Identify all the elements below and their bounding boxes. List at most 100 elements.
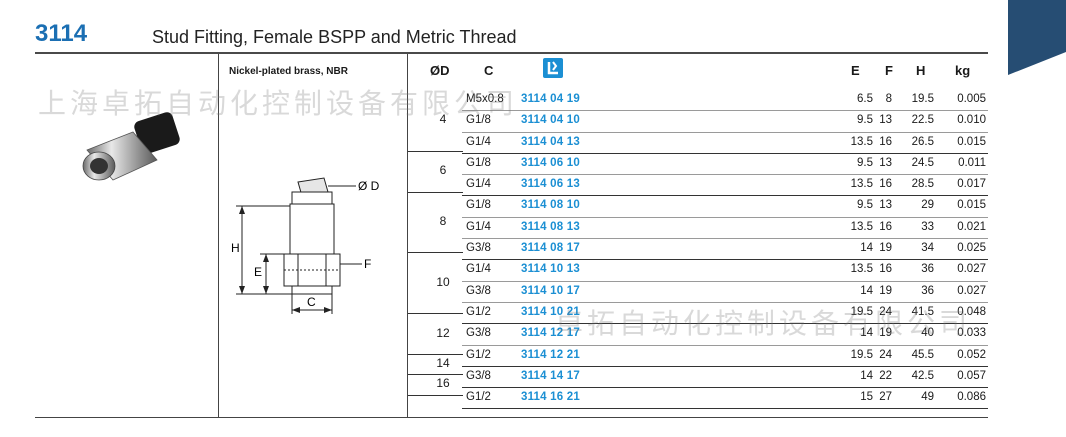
header-f: F — [885, 63, 893, 78]
od-label: 6 — [439, 163, 447, 178]
od-label: 4 — [439, 112, 447, 127]
separator-right — [407, 54, 408, 418]
h-cell: 41.5 — [911, 305, 934, 318]
part-number-cell[interactable]: 3114 12 17 — [521, 327, 580, 340]
part-number-cell[interactable]: 3114 08 10 — [521, 199, 580, 212]
part-number-cell[interactable]: 3114 14 17 — [521, 369, 580, 382]
f-cell: 22 — [879, 369, 892, 382]
header-od: ØD — [430, 63, 450, 78]
thread-cell: G1/4 — [466, 178, 491, 191]
table-row: G3/8 3114 08 17 14 19 34 0.025 — [462, 239, 988, 261]
part-number-cell[interactable]: 3114 06 13 — [521, 178, 580, 191]
f-cell: 24 — [879, 348, 892, 361]
table-row: G1/2 3114 10 21 19.5 24 41.5 0.048 — [462, 303, 988, 325]
od-label: 16 — [436, 376, 450, 391]
h-cell: 36 — [921, 263, 934, 276]
f-cell: 24 — [879, 305, 892, 318]
h-cell: 40 — [921, 327, 934, 340]
f-cell: 27 — [879, 391, 892, 404]
part-number-cell[interactable]: 3114 06 10 — [521, 156, 580, 169]
kg-cell: 0.057 — [957, 369, 986, 382]
od-group-rule — [408, 252, 463, 254]
f-cell: 16 — [879, 263, 892, 276]
od-group-rule — [408, 374, 463, 376]
e-cell: 13.5 — [850, 263, 873, 276]
e-cell: 9.5 — [857, 199, 873, 212]
part-number-cell[interactable]: 3114 08 17 — [521, 242, 580, 255]
h-cell: 34 — [921, 242, 934, 255]
header-e: E — [851, 63, 860, 78]
f-cell: 16 — [879, 220, 892, 233]
order-icon — [543, 58, 563, 78]
e-cell: 19.5 — [850, 305, 873, 318]
e-cell: 14 — [860, 327, 873, 340]
kg-cell: 0.025 — [957, 242, 986, 255]
h-cell: 19.5 — [911, 93, 934, 105]
od-group-rule — [408, 353, 463, 355]
watermark-bottom: 卓拓自动化控制设备有限公司 — [555, 308, 972, 339]
h-cell: 24.5 — [911, 156, 934, 169]
e-cell: 6.5 — [857, 93, 873, 105]
e-cell: 9.5 — [857, 114, 873, 127]
header-c: C — [484, 63, 494, 78]
f-cell: 19 — [879, 327, 892, 340]
thread-cell: G1/4 — [466, 135, 491, 148]
dimension-drawing: Ø D F H E C — [231, 177, 380, 314]
kg-cell: 0.010 — [957, 114, 986, 127]
part-number-cell[interactable]: 3114 10 13 — [521, 263, 580, 276]
e-cell: 19.5 — [850, 348, 873, 361]
thread-cell: G3/8 — [466, 369, 491, 382]
thread-cell: G3/8 — [466, 242, 491, 255]
part-number-cell[interactable]: 3114 08 13 — [521, 220, 580, 233]
thread-cell: G1/2 — [466, 305, 491, 318]
h-cell: 49 — [921, 391, 934, 404]
od-group-rule — [408, 191, 463, 193]
product-code: 3114 — [35, 20, 88, 47]
part-number-cell[interactable]: 3114 04 10 — [521, 114, 580, 127]
part-number-cell[interactable]: 3114 12 21 — [521, 348, 580, 361]
kg-cell: 0.015 — [957, 135, 986, 148]
od-group-rule — [408, 394, 463, 396]
od-label: 10 — [436, 274, 450, 289]
kg-cell: 0.086 — [957, 391, 986, 404]
h-cell: 36 — [921, 284, 934, 297]
part-number-cell[interactable]: 3114 04 19 — [521, 93, 580, 105]
h-cell: 26.5 — [911, 135, 934, 148]
f-cell: 19 — [879, 284, 892, 297]
part-number-cell[interactable]: 3114 10 21 — [521, 305, 580, 318]
material-label: Nickel-plated brass, NBR — [229, 66, 348, 77]
kg-cell: 0.048 — [957, 305, 986, 318]
kg-cell: 0.005 — [957, 93, 986, 105]
kg-cell: 0.033 — [957, 327, 986, 340]
part-number-cell[interactable]: 3114 10 17 — [521, 284, 580, 297]
h-cell: 33 — [921, 220, 934, 233]
od-group-rule — [408, 150, 463, 152]
f-cell: 16 — [879, 135, 892, 148]
part-number-cell[interactable]: 3114 04 13 — [521, 135, 580, 148]
kg-cell: 0.021 — [957, 220, 986, 233]
f-cell: 13 — [879, 156, 892, 169]
table-row: G3/8 3114 12 17 14 19 40 0.033 — [462, 324, 988, 346]
thread-cell: G1/2 — [466, 391, 491, 404]
thread-cell: G3/8 — [466, 327, 491, 340]
e-cell: 13.5 — [850, 220, 873, 233]
header-kg: kg — [955, 63, 971, 78]
e-cell: 14 — [860, 242, 873, 255]
od-label: 14 — [436, 356, 450, 371]
kg-cell: 0.027 — [957, 284, 986, 297]
od-label: 8 — [439, 213, 447, 228]
h-cell: 45.5 — [911, 348, 934, 361]
part-number-cell[interactable]: 3114 16 21 — [521, 391, 580, 404]
h-cell: 28.5 — [911, 178, 934, 191]
f-cell: 19 — [879, 242, 892, 255]
e-cell: 9.5 — [857, 156, 873, 169]
f-cell: 13 — [879, 114, 892, 127]
